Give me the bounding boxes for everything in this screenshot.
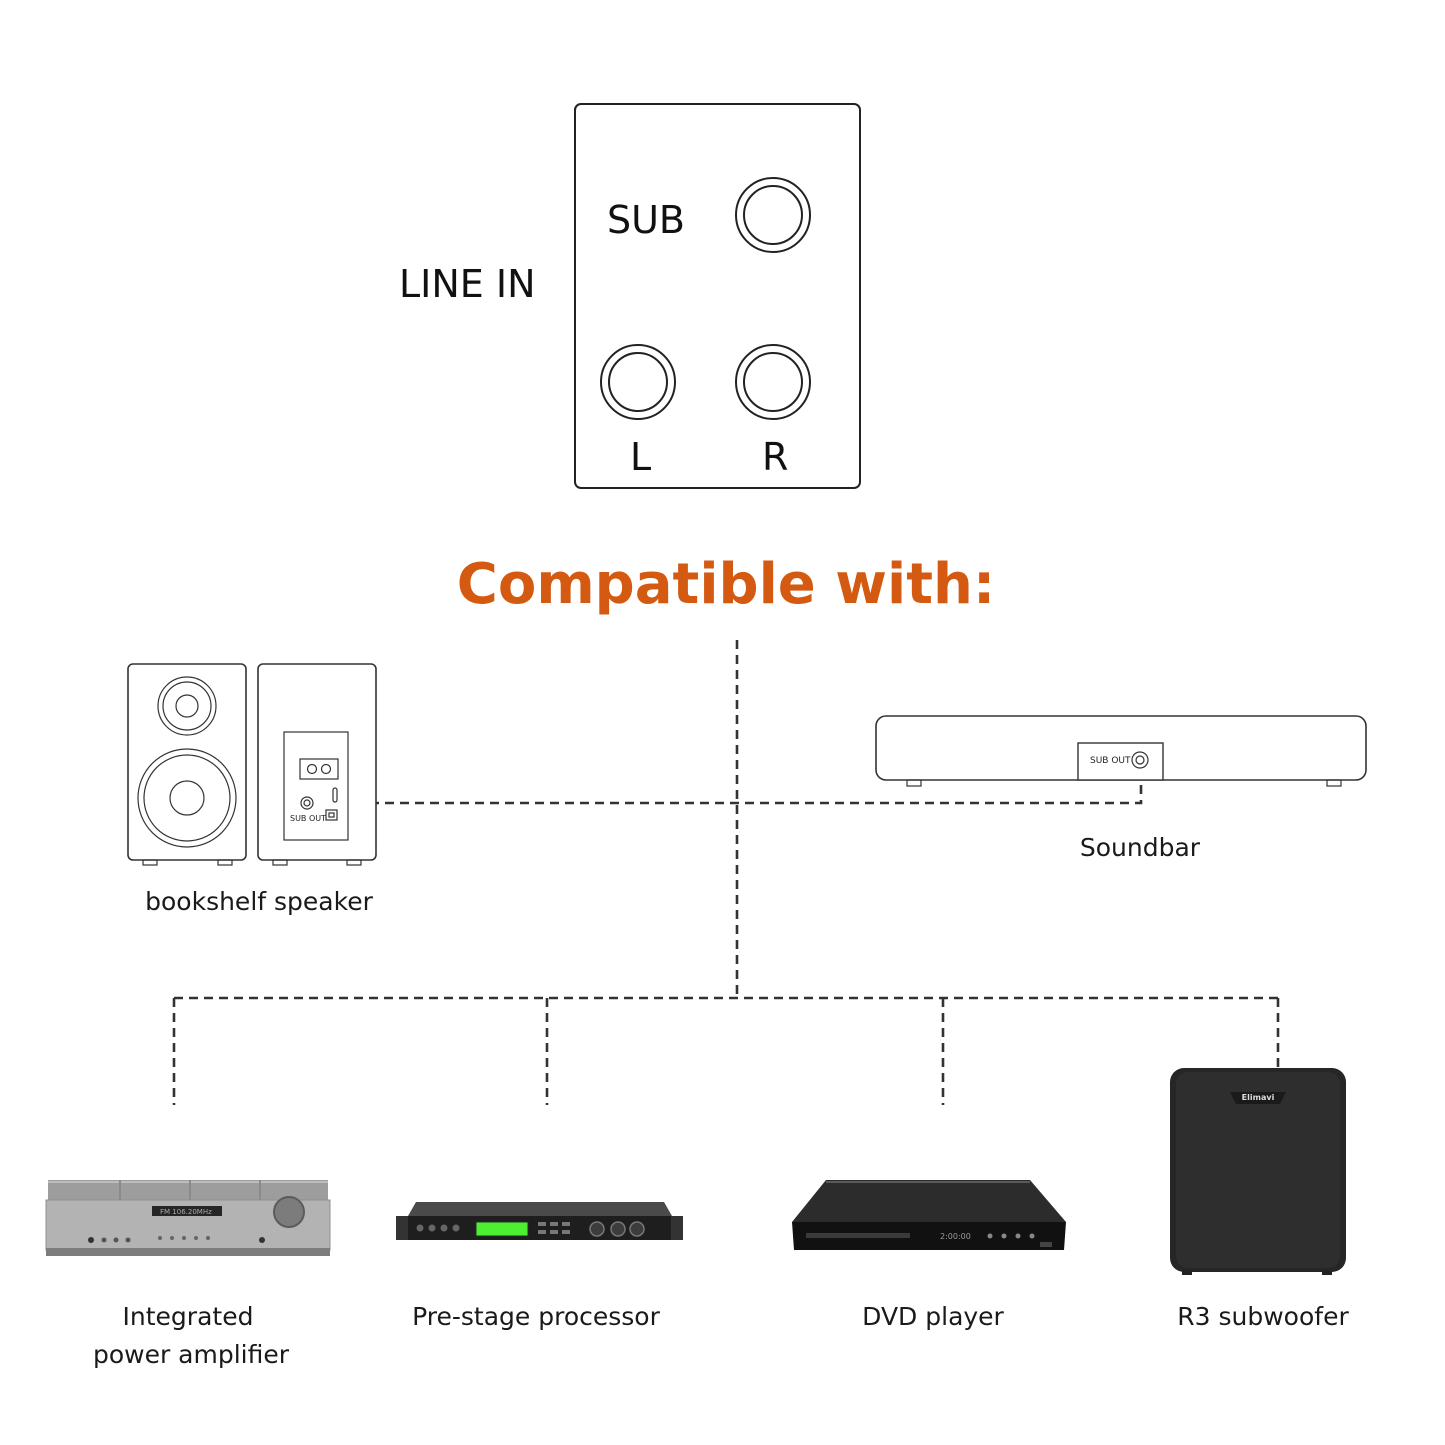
soundbar-icon: SUB OUT xyxy=(875,715,1367,787)
amplifier-label-line2: power amplifier xyxy=(93,1340,290,1369)
processor-icon xyxy=(396,1202,683,1240)
dvd-player-icon: 2:00:00 xyxy=(792,1180,1066,1250)
bookshelf-speaker-label: bookshelf speaker xyxy=(145,887,373,916)
amplifier-icon: FM 106.20MHz xyxy=(45,1180,331,1256)
dvd-player-label: DVD player xyxy=(862,1302,1004,1331)
subwoofer-brand: Elimavi xyxy=(1242,1093,1275,1102)
line-in-panel: LINE IN SUB L R xyxy=(399,103,861,489)
rca-jack-icon xyxy=(735,177,811,253)
compatible-heading: Compatible with: xyxy=(457,552,995,617)
subwoofer-label: R3 subwoofer xyxy=(1177,1302,1349,1331)
rca-jack-icon xyxy=(735,344,811,420)
line-in-label: LINE IN xyxy=(399,262,536,306)
sub-jack-label: SUB xyxy=(607,198,685,242)
subwoofer-icon: Elimavi xyxy=(1170,1068,1346,1275)
soundbar-label: Soundbar xyxy=(1080,833,1201,862)
amplifier-label-line1: Integrated xyxy=(123,1302,254,1331)
bookshelf-speaker-icon: SUB OUT xyxy=(127,663,377,866)
left-jack-label: L xyxy=(630,435,651,479)
connection-lines xyxy=(172,640,1280,1105)
soundbar-port-label: SUB OUT xyxy=(1090,756,1131,766)
right-jack-label: R xyxy=(762,435,788,479)
speaker-port-label: SUB OUT xyxy=(290,814,326,823)
rca-jack-icon xyxy=(600,344,676,420)
processor-label: Pre-stage processor xyxy=(412,1302,660,1331)
dvd-display-text: 2:00:00 xyxy=(940,1232,971,1241)
amplifier-display-text: FM 106.20MHz xyxy=(160,1208,212,1216)
